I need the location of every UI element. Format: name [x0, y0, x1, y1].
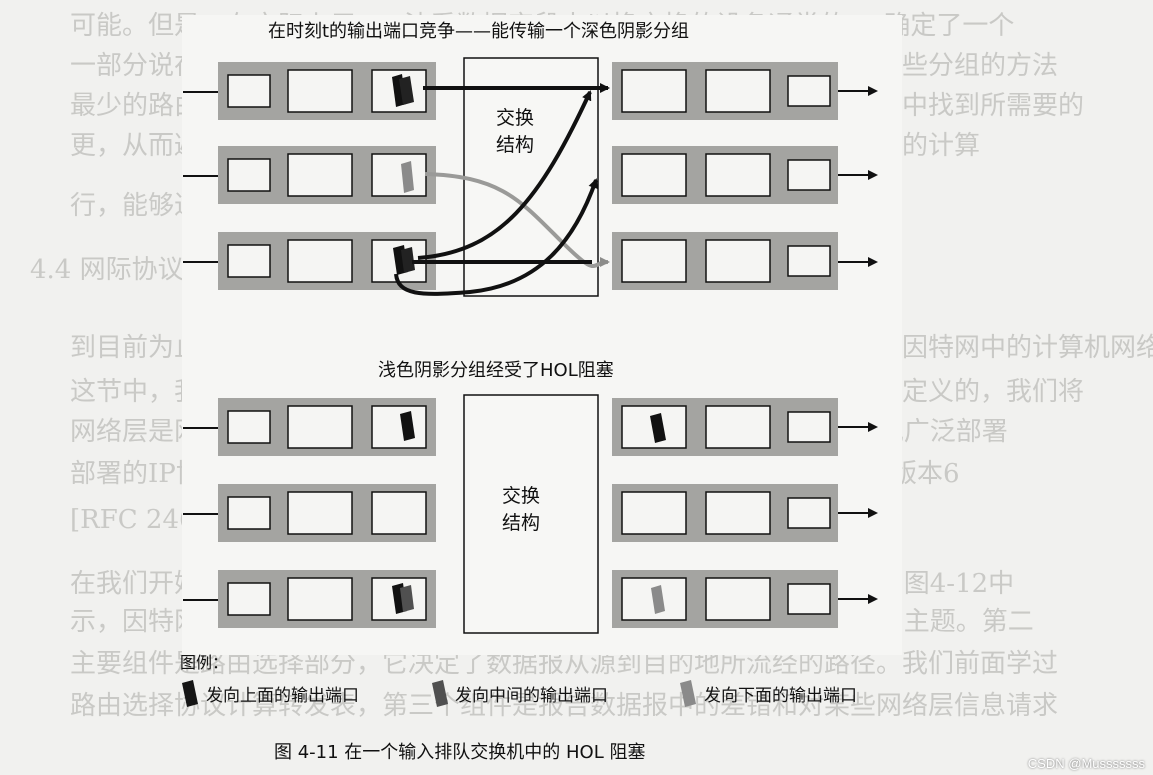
legend-icon-middle: [432, 680, 448, 707]
legend-icon-lower: [680, 680, 696, 707]
legend-title: 图例：: [180, 653, 228, 672]
bottom-input-port-3: [183, 570, 436, 628]
legend-label-upper: 发向上面的输出端口: [206, 686, 359, 706]
bottom-switch-fabric: [463, 394, 599, 634]
bottom-input-port-2: [183, 484, 436, 542]
top-output-port-3: [612, 232, 878, 290]
bottom-fabric-label-2: 结构: [502, 512, 540, 534]
top-arrow-row2-to-out3-light: [424, 172, 610, 268]
top-arrow-row3-to-out1-dark: [417, 90, 592, 260]
figure-caption: 图 4-11 在一个输入排队交换机中的 HOL 阻塞: [274, 742, 645, 763]
bottom-input-port-1: [183, 398, 436, 456]
top-input-port-2: [183, 146, 436, 204]
top-fabric-label-1: 交换: [496, 107, 534, 129]
top-packet-row3-dark: [393, 245, 415, 275]
bottom-output-port-3: [612, 570, 878, 628]
top-packet-row1-dark: [392, 74, 414, 107]
bottom-fabric-label-1: 交换: [502, 485, 540, 507]
top-output-port-2: [612, 146, 878, 204]
bottom-output-port-2: [612, 484, 878, 542]
bottom-title: 浅色阴影分组经受了HOL阻塞: [378, 360, 614, 381]
top-output-port-1: [612, 62, 878, 120]
legend-label-lower: 发向下面的输出端口: [704, 686, 857, 706]
legend-label-middle: 发向中间的输出端口: [455, 686, 608, 706]
legend-icon-upper: [182, 680, 198, 707]
top-title: 在时刻t的输出端口竞争——能传输一个深色阴影分组: [268, 21, 689, 42]
top-fabric-label-2: 结构: [496, 134, 534, 156]
bottom-output-port-1: [612, 398, 878, 456]
top-packet-row2-light: [401, 161, 414, 193]
watermark: CSDN @Musssssss: [1027, 756, 1145, 771]
top-arrow-row3-to-out2-dark: [394, 178, 599, 296]
background-text-line: 路由选择协议计算转发表，第三个组件是报告数据报中的差错和对某些网络层信息请求: [70, 691, 1059, 721]
